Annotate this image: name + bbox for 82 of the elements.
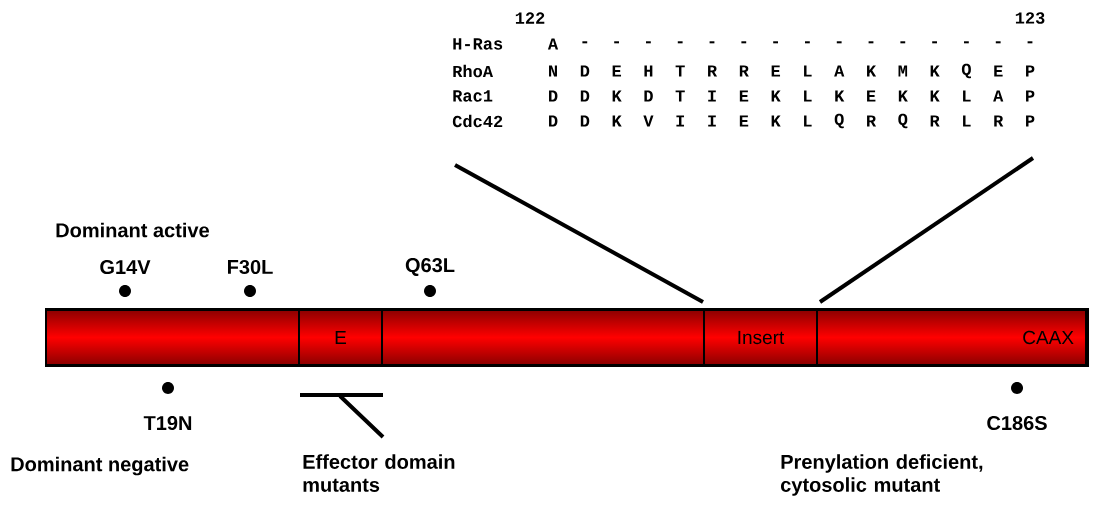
residue: V — [643, 115, 654, 127]
residue: R — [708, 65, 718, 77]
mutant-class-label: Dominant negative — [11, 456, 189, 476]
residue: - — [741, 41, 747, 44]
residue: Q — [898, 113, 908, 129]
residue: L — [963, 115, 971, 127]
domain-segment: Insert — [703, 309, 818, 366]
residue: K — [612, 115, 622, 127]
residue: I — [708, 115, 716, 127]
residue: - — [614, 41, 619, 44]
residue: - — [677, 41, 683, 44]
residue: - — [995, 41, 1001, 44]
domain-segment: E — [298, 309, 383, 366]
residue: I — [676, 115, 684, 127]
residue: D — [580, 115, 590, 127]
mutation-label: Q63L — [405, 258, 455, 276]
residue: K — [612, 90, 622, 102]
residue: - — [836, 41, 842, 44]
residue: - — [709, 41, 715, 44]
residue: - — [900, 41, 906, 44]
residue: K — [835, 90, 845, 102]
residue: - — [646, 41, 651, 44]
residue: D — [580, 90, 590, 102]
residue: E — [739, 90, 749, 102]
mutation-label: T19N — [143, 415, 192, 431]
residue: H — [644, 65, 653, 77]
residue: D — [580, 65, 590, 77]
protein-bar — [45, 308, 1089, 367]
residue: L — [963, 90, 971, 102]
residue: L — [804, 65, 812, 77]
residue: P — [1026, 90, 1035, 102]
protein-name: RhoA — [453, 64, 493, 78]
residue: L — [804, 115, 812, 127]
protein-name: H-Ras — [453, 38, 503, 50]
residue: A — [834, 65, 845, 77]
residue: - — [932, 41, 937, 44]
mutant-class-label: Dominant active — [56, 222, 209, 238]
residue: - — [1027, 41, 1033, 44]
mutation-label: C186S — [987, 415, 1047, 431]
residue: D — [644, 90, 653, 102]
residue: K — [771, 90, 781, 102]
residue: Q — [961, 63, 971, 79]
residue: R — [930, 115, 940, 127]
residue: E — [612, 65, 622, 77]
residue: D — [549, 115, 558, 127]
mutant-class-label: Prenylation deficient, cytosolic mutant — [781, 454, 983, 496]
residue: R — [867, 115, 877, 127]
residue: D — [549, 90, 558, 102]
residue: R — [739, 65, 749, 77]
residue: E — [994, 65, 1003, 77]
residue: - — [964, 41, 969, 44]
residue-number: 122 — [515, 12, 545, 24]
residue: K — [898, 90, 908, 102]
residue: - — [773, 41, 778, 44]
protein-name: Rac1 — [453, 90, 493, 102]
residue: T — [675, 90, 685, 102]
residue: L — [804, 90, 812, 102]
residue: N — [549, 65, 557, 77]
mutant-class-label: Effector domain mutants — [303, 454, 455, 492]
residue: - — [582, 41, 588, 44]
residue: K — [867, 65, 877, 77]
residue: E — [771, 65, 781, 77]
residue: Q — [834, 113, 844, 129]
residue: P — [1026, 65, 1035, 77]
residue: I — [708, 90, 716, 102]
residue: K — [930, 90, 940, 102]
residue: A — [547, 38, 559, 50]
residue: A — [993, 90, 1004, 102]
residue: P — [1026, 115, 1035, 127]
residue: M — [898, 65, 908, 77]
residue: - — [868, 41, 874, 44]
residue: E — [867, 90, 876, 102]
protein-name: Cdc42 — [452, 114, 503, 128]
residue-number: 123 — [1015, 12, 1045, 24]
residue: E — [739, 115, 749, 127]
residue: T — [675, 65, 685, 77]
residue: R — [994, 115, 1004, 127]
residue: K — [930, 65, 940, 77]
residue: - — [805, 41, 810, 44]
residue: K — [771, 115, 781, 127]
mutation-label: F30L — [228, 259, 273, 275]
mutation-label: G14V — [100, 259, 151, 275]
